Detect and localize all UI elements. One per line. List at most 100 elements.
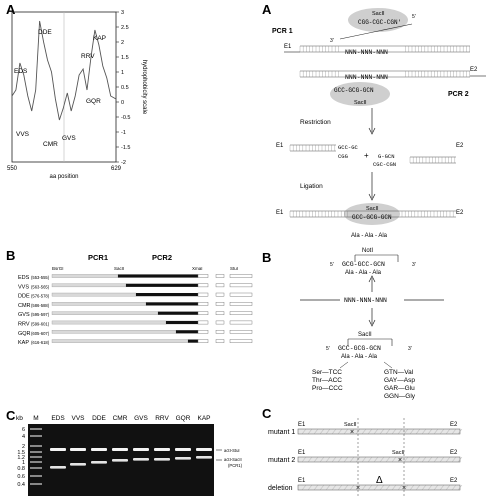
three-prime: 3' xyxy=(330,38,334,44)
site-label-xmai: XmaI xyxy=(192,266,203,271)
alanine-triplet: Ala - Ala - Ala xyxy=(341,354,378,360)
codon-left-item: Thr—ACC xyxy=(312,377,342,384)
dna-duplex xyxy=(289,210,456,218)
arrow-head xyxy=(368,193,376,201)
band-label-pcr1: (PCR1) xyxy=(228,463,243,468)
primer-bottom-seq: GCC-GCG-GCN xyxy=(334,87,374,94)
y-tick-label: 1.5 xyxy=(121,55,129,61)
vector-segment xyxy=(229,339,253,343)
ladder-band xyxy=(30,467,42,469)
gel-band-lower xyxy=(154,458,170,461)
alanine-triplet: Ala - Ala - Ala xyxy=(345,270,382,276)
trough-label-cmr: CMR xyxy=(43,141,58,148)
hatched-segment xyxy=(215,311,225,316)
gel-band-lower xyxy=(91,461,107,464)
construct-label: DDE xyxy=(18,294,30,300)
codon-scheme: NotI GCG-GCC-GCN 5' 3' Ala - Ala - Ala N… xyxy=(300,248,444,400)
vector-segment xyxy=(197,283,209,288)
mutant-label: mutant 1 xyxy=(268,429,295,436)
y-tick-label: 3 xyxy=(121,10,124,16)
hydrophobicity-line xyxy=(11,20,117,121)
noti-seq: GCG-GCC-GCN xyxy=(342,261,385,268)
dna-fragments xyxy=(289,144,456,164)
gel-ladder-label: 1 xyxy=(22,460,25,466)
gene-bar xyxy=(297,428,461,435)
peak-label-rrv: RRV xyxy=(81,53,95,60)
y-tick-label: -1.5 xyxy=(121,145,130,151)
ladder-band xyxy=(30,461,42,463)
construct-range: (595-597) xyxy=(31,312,50,317)
sacii-bracket xyxy=(347,338,393,346)
hatched-segment xyxy=(215,330,225,334)
sacii-highlight xyxy=(344,203,400,225)
construct-range: (553-555) xyxy=(31,275,50,280)
hydrophobicity-plot: 32.521.510.50-0.5-1-1.5-2 550 629 aa pos… xyxy=(7,10,147,180)
gel-band-upper xyxy=(154,448,170,451)
panel-letter-left-c: C xyxy=(6,408,16,423)
delta-symbol: Δ xyxy=(376,475,383,486)
construct-range: (599-601) xyxy=(31,322,50,327)
hatched-segment xyxy=(215,339,225,343)
e2-label: E2 xyxy=(450,422,458,428)
construct-map: PCR1 PCR2 BsrGI SacII XmaI StuI EDS(553-… xyxy=(18,253,253,346)
panel-letter-right-b: B xyxy=(262,250,271,265)
sacii-label: SacII xyxy=(344,422,357,428)
restriction-label: Restriction xyxy=(300,119,331,126)
arrow-down xyxy=(368,319,376,327)
pcr2-segment xyxy=(118,274,198,278)
sacii-site-mark: × xyxy=(350,429,354,436)
gel-band-upper xyxy=(112,448,128,451)
gel-ladder-label: 6 xyxy=(22,427,25,433)
ladder-band xyxy=(30,475,42,477)
gel-lane-label: EDS xyxy=(51,415,65,422)
band-label-stui: actI-StuI xyxy=(224,448,240,453)
y-tick-label: 0 xyxy=(121,100,124,106)
site-label-bsrgi: BsrGI xyxy=(52,266,64,271)
construct-range: (563-565) xyxy=(31,284,50,289)
fragment-left-bottom: CGG xyxy=(338,153,348,160)
gel-band-lower xyxy=(112,459,128,462)
peak-label-kap: KAP xyxy=(93,35,106,42)
gel-lane-label: GQR xyxy=(176,415,191,422)
pcr1-segment xyxy=(51,302,147,306)
sacii-label: SacII xyxy=(372,11,385,17)
e2-label: E2 xyxy=(450,450,458,456)
sacii-site-mark: × xyxy=(398,457,402,464)
construct-label: EDS xyxy=(18,275,30,281)
construct-label: GVS xyxy=(18,312,30,318)
y-tick-label: 0.5 xyxy=(121,85,129,91)
gel-lane-label: GVS xyxy=(134,415,148,422)
codon-right-item: GTN—Val xyxy=(384,369,414,376)
pcr1-label: PCR1 xyxy=(88,253,108,262)
pcr1-segment xyxy=(51,292,137,297)
codon-left-item: Ser—TCC xyxy=(312,369,342,376)
construct-range: (616-618) xyxy=(31,340,50,345)
ladder-band xyxy=(30,428,42,430)
e1-label: E1 xyxy=(298,478,306,484)
construct-label: GQR xyxy=(18,331,31,337)
trough-label-gvs: GVS xyxy=(62,135,76,142)
pcr2-segment xyxy=(176,330,198,334)
dna-duplex xyxy=(299,45,470,53)
ladder-band xyxy=(30,451,42,453)
band-label-sacii: actI-SacII xyxy=(224,457,242,462)
vector-segment xyxy=(229,330,253,334)
trough-label-vvs: VVS xyxy=(16,131,30,138)
primer-top-seq: CGG-CGC-CGN' xyxy=(358,19,401,26)
hatched-segment xyxy=(215,302,225,306)
y-tick-label: -2 xyxy=(121,160,126,166)
pcr1-segment xyxy=(51,339,189,343)
arrow-up xyxy=(368,275,376,283)
gel-lane-label: M xyxy=(33,415,38,422)
vector-segment xyxy=(197,339,209,343)
gel-band-lower xyxy=(50,466,66,469)
sacii-label: SacII xyxy=(354,100,367,106)
gel-bands xyxy=(30,428,212,485)
dna-duplex xyxy=(299,70,470,78)
pcr1-segment xyxy=(51,311,159,315)
arrow-head xyxy=(368,127,376,135)
gel-band-upper xyxy=(175,448,191,451)
